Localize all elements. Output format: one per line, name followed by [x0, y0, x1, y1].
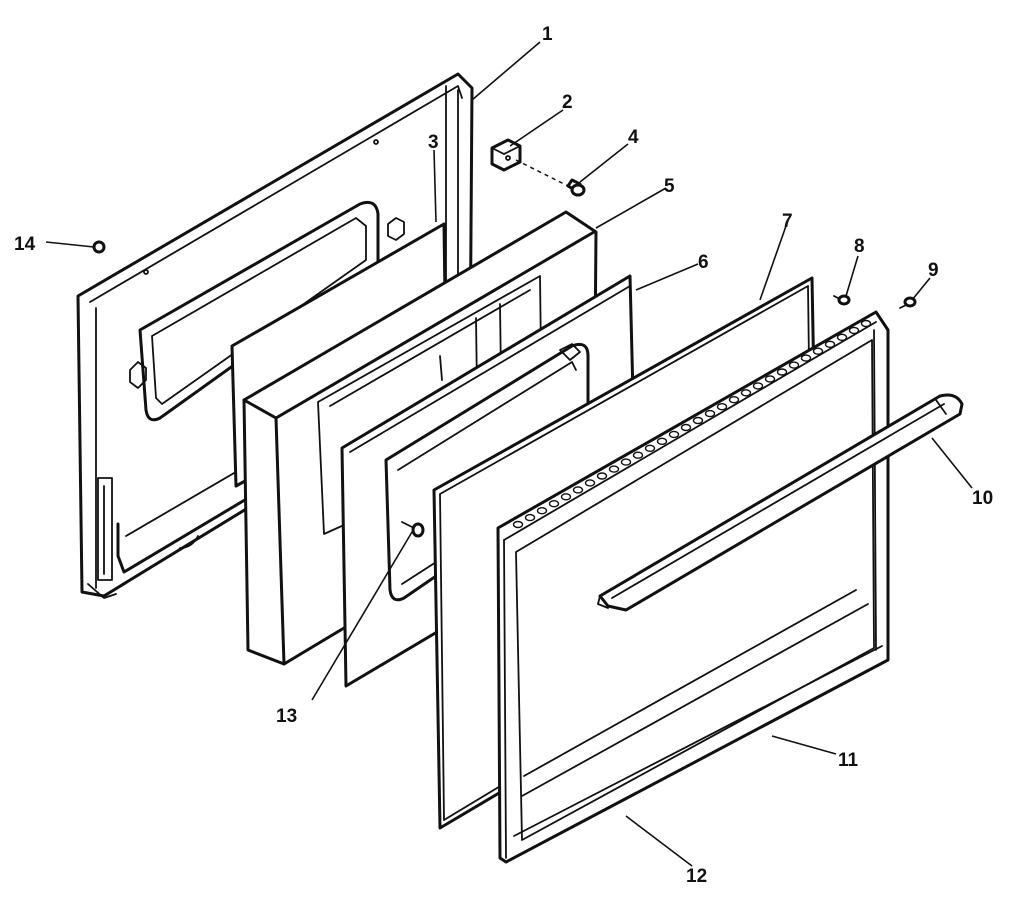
part-13-screw [401, 521, 425, 538]
vent-slots [512, 319, 872, 529]
part-9-screw [899, 296, 917, 309]
callout-4: 4 [628, 127, 639, 148]
vent-slot [836, 333, 848, 341]
callout-7: 7 [782, 211, 793, 232]
callout-6: 6 [698, 252, 709, 273]
part-8-screw [833, 294, 851, 306]
vent-slot [536, 507, 548, 515]
callout-3: 3 [428, 132, 439, 153]
vent-slot [848, 326, 860, 335]
callout-labels: 1 2 3 4 5 6 7 8 9 10 11 12 13 14 [14, 24, 993, 887]
callout-8: 8 [854, 236, 865, 257]
vent-slot [572, 486, 584, 494]
callout-13: 13 [276, 706, 297, 727]
callout-14: 14 [14, 234, 36, 255]
vent-slot [596, 472, 608, 480]
vent-slot [608, 465, 620, 473]
callout-10: 10 [972, 488, 993, 509]
part-2-hinge-clip [490, 138, 522, 172]
vent-slot [776, 368, 788, 376]
vent-slot [584, 479, 596, 487]
leader-lines [45, 41, 973, 867]
vent-slot [632, 451, 644, 459]
callout-12: 12 [686, 866, 707, 887]
part-11-outer-door-frame [496, 310, 890, 864]
callout-5: 5 [664, 176, 675, 197]
callout-2: 2 [562, 92, 573, 113]
callout-11: 11 [838, 750, 859, 771]
vent-slot [680, 423, 692, 432]
vent-slot [644, 444, 656, 452]
vent-slot [812, 347, 824, 355]
vent-slot [860, 319, 872, 328]
vent-slot [620, 458, 632, 466]
vent-slot [668, 430, 680, 439]
vent-slot [656, 437, 668, 445]
vent-slot [704, 409, 716, 418]
part-14-nut [92, 240, 106, 254]
part-10-door-handle [597, 393, 964, 612]
vent-slot [764, 375, 776, 383]
vent-slot [560, 493, 572, 501]
vent-slot [692, 416, 704, 425]
vent-slot [800, 354, 812, 362]
vent-slot [728, 396, 740, 404]
callout-9: 9 [928, 260, 939, 281]
vent-slot [788, 361, 800, 369]
vent-slot [752, 382, 764, 390]
clip-screw-alignment [515, 159, 569, 187]
vent-slot [524, 513, 536, 522]
part-4-screw [566, 178, 586, 197]
callout-1: 1 [542, 24, 553, 45]
vent-slot [740, 389, 752, 397]
vent-slot [512, 520, 524, 529]
vent-slot [548, 500, 560, 508]
vent-slot [824, 340, 836, 348]
vent-slot [716, 403, 728, 411]
